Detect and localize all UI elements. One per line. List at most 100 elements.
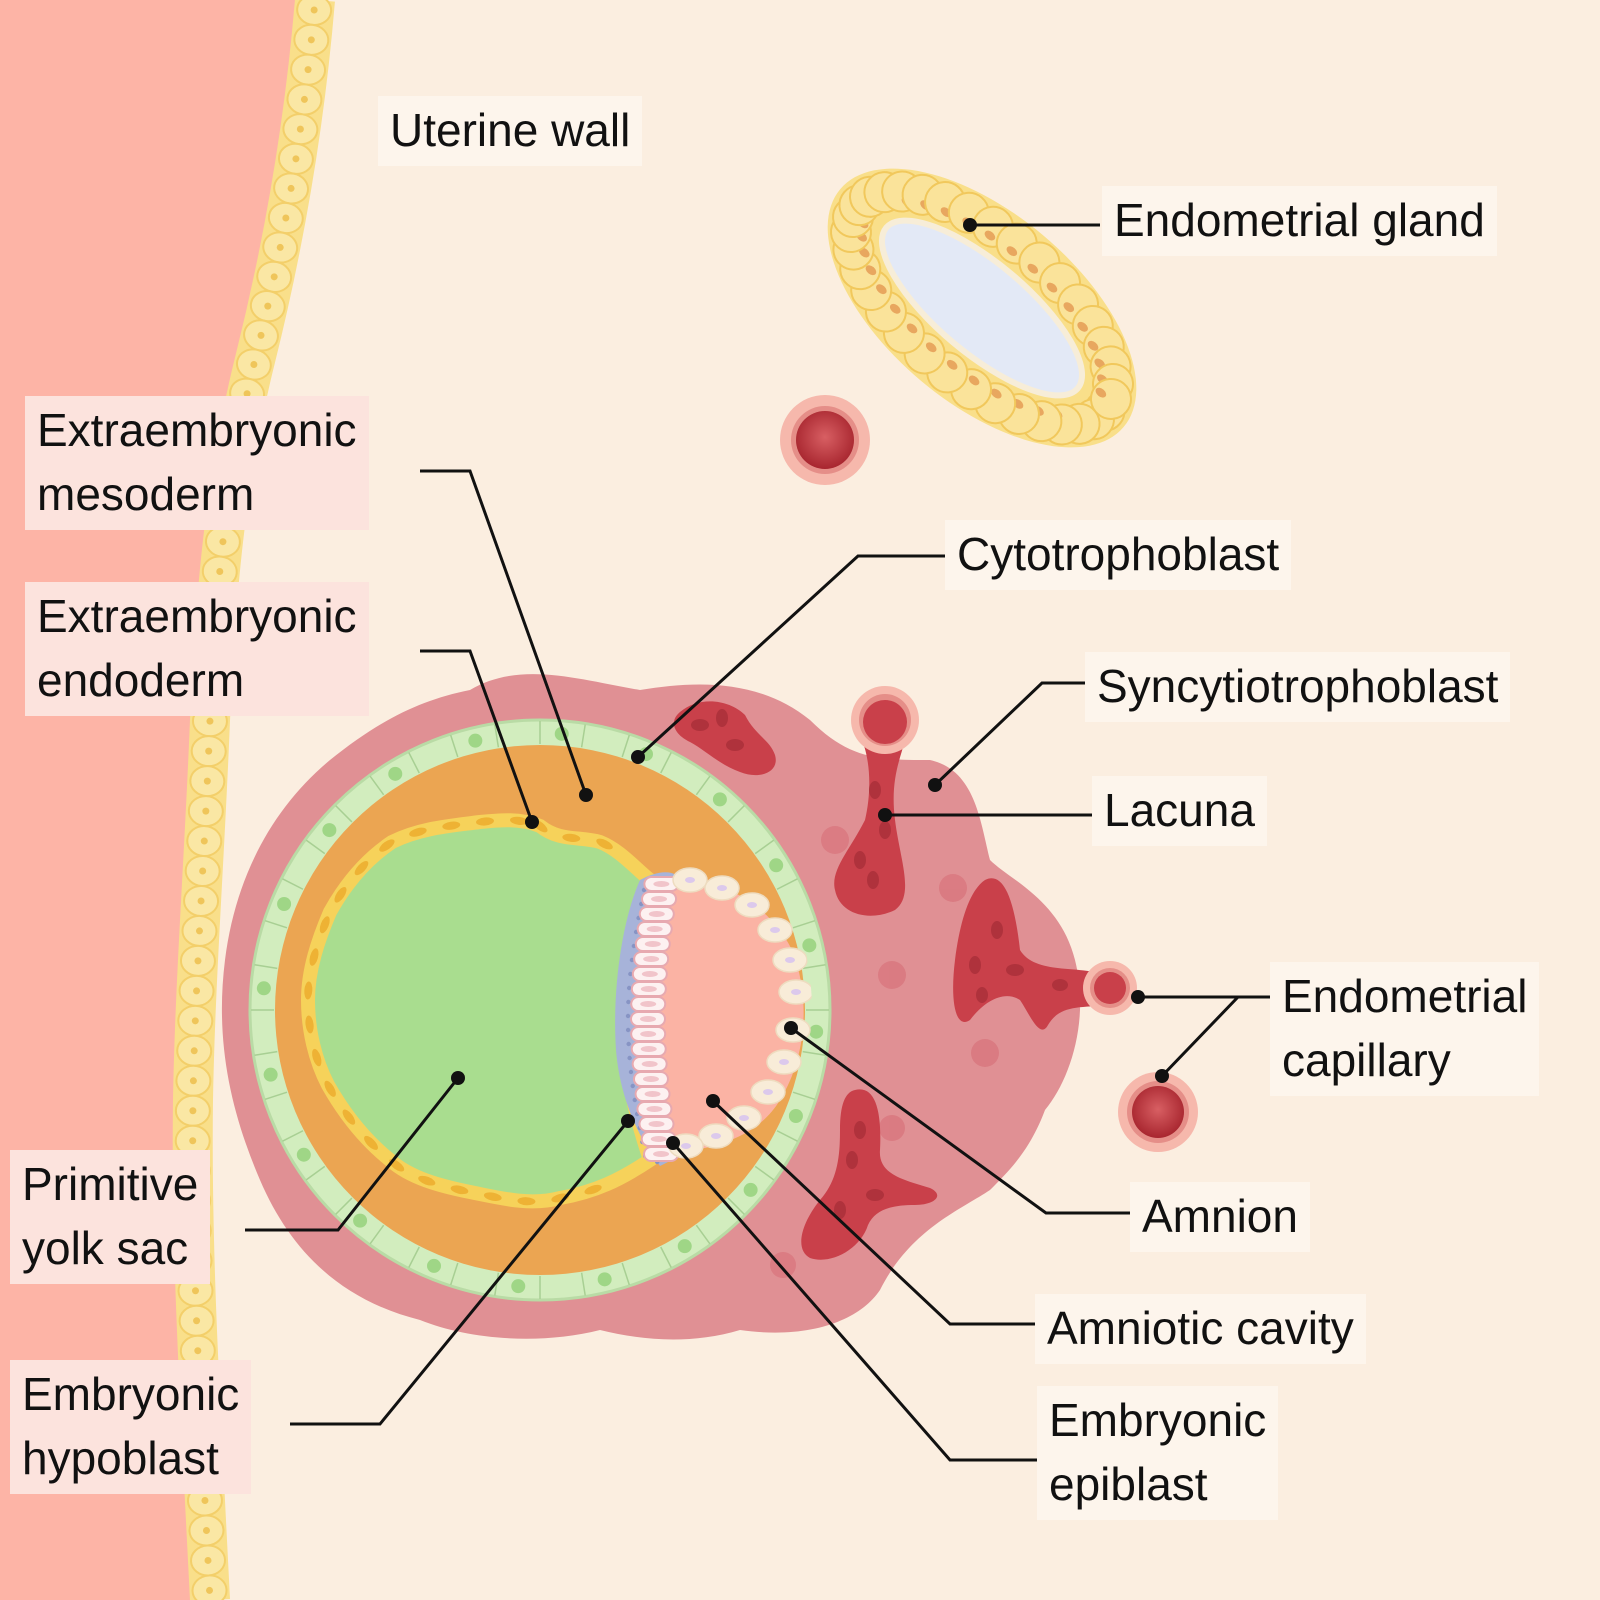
cell-nucleus — [685, 877, 695, 883]
cell-nucleus — [653, 881, 670, 887]
endoderm-cell — [304, 981, 313, 1000]
cell-nucleus — [769, 858, 784, 873]
label-line: Endometrial gland — [1114, 194, 1485, 246]
cell-nucleus — [1006, 246, 1018, 257]
endoderm-cell — [364, 1135, 378, 1150]
label-cytotrophoblast: Cytotrophoblast — [945, 520, 1292, 590]
cell-nucleus — [743, 1182, 758, 1197]
label-line: Amniotic cavity — [1047, 1302, 1354, 1354]
cell-nucleus — [889, 303, 901, 314]
cell-nucleus — [195, 927, 203, 935]
capillary-lacuna-top — [851, 686, 919, 754]
syncytiotrophoblast-spots — [770, 826, 999, 1278]
cell-border — [335, 1197, 353, 1215]
cell-border — [621, 734, 631, 758]
cell-border — [660, 1246, 672, 1268]
label-line: Lacuna — [1104, 784, 1255, 836]
cell-nucleus — [779, 1059, 789, 1065]
cell-border — [754, 1165, 775, 1181]
cell-nucleus — [193, 987, 201, 995]
label-line: Embryonic — [1049, 1394, 1267, 1446]
cell-nucleus — [876, 284, 887, 295]
cell-nucleus — [189, 1107, 197, 1115]
endoderm-cell — [517, 1197, 536, 1206]
endoderm-cell — [324, 1080, 336, 1097]
cell-nucleus — [307, 36, 315, 44]
label-endometrial-gland: Endometrial gland — [1102, 186, 1497, 256]
endoderm-cell — [334, 886, 347, 903]
cell-nucleus — [968, 375, 980, 386]
cell-border — [449, 1262, 459, 1286]
endoderm-cell — [379, 839, 395, 852]
cell-nucleus — [194, 1347, 202, 1355]
capillary-lacuna-right — [1083, 961, 1137, 1015]
cell-nucleus — [199, 867, 207, 875]
cell-border — [621, 1262, 631, 1286]
cell-nucleus — [296, 125, 304, 133]
label-line: capillary — [1282, 1034, 1451, 1086]
endoderm-cell — [418, 1175, 436, 1186]
cell-nucleus — [865, 265, 877, 276]
cell-nucleus — [468, 733, 483, 748]
cell-nucleus — [201, 1497, 209, 1505]
cell-border — [335, 805, 353, 823]
cell-border — [449, 734, 459, 758]
cell-nucleus — [296, 1147, 311, 1162]
cell-nucleus — [643, 956, 660, 962]
capillary-top-left — [780, 395, 870, 485]
cytotrophoblast-cells — [251, 721, 829, 1299]
cell-nucleus — [310, 6, 318, 14]
cell-nucleus — [785, 957, 795, 963]
cell-nucleus — [1063, 302, 1075, 313]
cell-nucleus — [770, 927, 780, 933]
label-line: Embryonic — [22, 1368, 240, 1420]
cell-nucleus — [216, 568, 224, 576]
cell-nucleus — [250, 360, 258, 368]
cell-border — [264, 919, 288, 929]
endometrial-gland — [827, 168, 1137, 448]
cell-border — [727, 805, 745, 823]
cell-nucleus — [191, 1287, 199, 1295]
label-line: Extraembryonic — [37, 590, 357, 642]
cell-nucleus — [256, 981, 271, 996]
label-line: hypoblast — [22, 1432, 219, 1484]
label-line: Uterine wall — [390, 104, 631, 156]
label-extraembryonic-mesoderm: Extraembryonic mesoderm — [25, 396, 369, 530]
endoderm-cell — [562, 833, 581, 843]
cell-border — [305, 1165, 326, 1181]
cell-nucleus — [388, 766, 403, 781]
label-extraembryonic-endoderm: Extraembryonic endoderm — [25, 582, 369, 716]
endoderm-cell — [476, 817, 494, 826]
cell-nucleus — [925, 342, 937, 353]
cell-nucleus — [712, 792, 727, 807]
label-syncytiotrophoblast: Syncytiotrophoblast — [1085, 652, 1511, 722]
hypoblast-cell — [626, 1041, 631, 1047]
endoderm-cell — [354, 860, 369, 876]
cell-border — [802, 1050, 826, 1056]
hypoblast-cell — [629, 957, 635, 963]
cell-nucleus — [300, 95, 308, 103]
cell-nucleus — [193, 1317, 201, 1325]
cell-border — [802, 964, 826, 970]
cell-border — [408, 1246, 420, 1268]
endoderm-cell — [309, 948, 319, 966]
cell-nucleus — [277, 896, 292, 911]
cell-nucleus — [791, 989, 801, 995]
endoderm-cell — [442, 821, 461, 830]
label-line: yolk sac — [22, 1222, 189, 1274]
endoderm-cell — [342, 1109, 356, 1125]
cell-nucleus — [642, 1076, 659, 1082]
cell-border — [264, 1091, 288, 1101]
cell-border — [792, 919, 816, 929]
cell-border — [282, 878, 304, 890]
cell-nucleus — [653, 1151, 670, 1157]
gland-cells — [829, 170, 1135, 446]
cell-border — [305, 839, 326, 855]
cell-nucleus — [640, 1001, 657, 1007]
label-uterine-wall: Uterine wall — [378, 96, 643, 166]
cell-border — [494, 1272, 500, 1296]
hypoblast-cell — [628, 1069, 634, 1075]
cell-nucleus — [646, 1106, 663, 1112]
cell-nucleus — [1095, 387, 1107, 398]
